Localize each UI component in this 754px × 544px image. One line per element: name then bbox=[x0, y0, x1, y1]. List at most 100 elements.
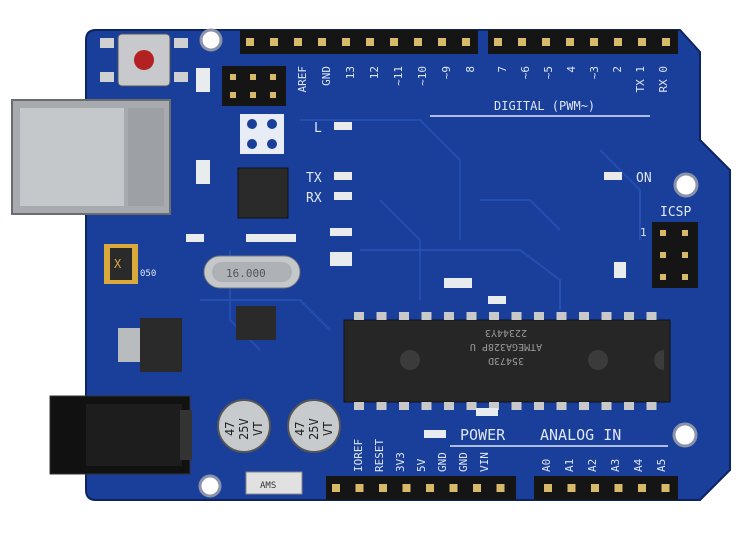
header-pin bbox=[426, 484, 434, 492]
crystal-label: 16.000 bbox=[226, 267, 266, 280]
chip-pin bbox=[624, 402, 634, 410]
digital-pin-label: ~11 bbox=[392, 66, 405, 86]
mounting-hole bbox=[198, 474, 222, 498]
usb-b-connector[interactable] bbox=[11, 99, 171, 215]
header-pin bbox=[661, 484, 670, 492]
chip-pin bbox=[354, 312, 364, 320]
header-pin bbox=[402, 484, 411, 492]
header-pin bbox=[390, 38, 398, 46]
chip-pin bbox=[399, 402, 409, 410]
header-pin bbox=[318, 38, 326, 46]
polyfuse bbox=[104, 244, 138, 284]
voltage-regulator bbox=[118, 318, 182, 372]
power-header[interactable] bbox=[326, 476, 516, 500]
header-pin bbox=[638, 484, 646, 492]
chip-pin bbox=[511, 402, 522, 410]
chip-pin bbox=[579, 312, 589, 320]
led-label-on: ON bbox=[636, 171, 652, 186]
icsp-header[interactable] bbox=[652, 222, 698, 288]
power-pin-label: IOREF bbox=[352, 439, 365, 472]
header-pin bbox=[496, 484, 505, 492]
chip-pin bbox=[579, 402, 589, 410]
header-pin bbox=[414, 38, 422, 46]
power-pin-label: GND bbox=[436, 452, 449, 472]
fuse-x: X bbox=[114, 257, 122, 271]
header-pin bbox=[270, 38, 278, 46]
power-pin-label: 3V3 bbox=[394, 452, 407, 472]
solder-pads bbox=[240, 114, 284, 154]
analog-pin-label: A1 bbox=[563, 459, 576, 472]
capacitor-left bbox=[217, 399, 271, 453]
dc-power-jack[interactable] bbox=[49, 395, 192, 475]
chip-pin bbox=[376, 402, 387, 410]
chip-pin bbox=[624, 312, 634, 320]
header-pin bbox=[590, 38, 598, 46]
chip-pin bbox=[421, 402, 432, 410]
capacitor-right-text: 47 25V VT bbox=[293, 418, 335, 440]
svg-text:47: 47 bbox=[293, 422, 307, 436]
chip-pin bbox=[466, 402, 477, 410]
reset-button[interactable] bbox=[100, 33, 188, 87]
analog-title: ANALOG IN bbox=[540, 426, 621, 444]
usb-interface-chip bbox=[237, 167, 289, 219]
chip-pin bbox=[421, 312, 432, 320]
svg-text:47: 47 bbox=[223, 422, 237, 436]
power-pin-label: GND bbox=[457, 452, 470, 472]
atmega328p-chip bbox=[343, 319, 671, 403]
power-pin-label: 5V bbox=[415, 458, 428, 472]
header-pin bbox=[449, 484, 458, 492]
power-title: POWER bbox=[460, 426, 506, 444]
digital-pin-label: ~5 bbox=[542, 66, 555, 79]
chip-pin bbox=[489, 402, 499, 410]
smd-components bbox=[186, 68, 626, 438]
digital-pin-label: RX 0 bbox=[657, 66, 670, 93]
header-pin bbox=[662, 38, 670, 46]
chip-pin bbox=[646, 312, 657, 320]
ams-chip bbox=[245, 471, 303, 495]
header-pin bbox=[567, 484, 576, 492]
header-pin bbox=[638, 38, 646, 46]
digital-pin-label: 7 bbox=[496, 66, 509, 73]
chip-pin bbox=[444, 312, 454, 320]
svg-text:25V: 25V bbox=[237, 418, 251, 440]
digital-pin-label: 13 bbox=[344, 66, 357, 79]
icsp-label: ICSP bbox=[660, 205, 691, 220]
mounting-hole bbox=[673, 172, 699, 198]
header-pin bbox=[566, 38, 574, 46]
usb-icsp-header[interactable] bbox=[222, 66, 286, 106]
header-pin bbox=[473, 484, 481, 492]
header-pin bbox=[544, 484, 552, 492]
mounting-hole bbox=[199, 28, 223, 52]
capacitor-left-text: 47 25V VT bbox=[223, 418, 265, 440]
header-pin bbox=[332, 484, 340, 492]
chip-text-code: 35473D bbox=[488, 355, 524, 366]
led-label-rx: RX bbox=[306, 191, 322, 206]
header-pin bbox=[379, 484, 387, 492]
led-label-tx: TX bbox=[306, 171, 322, 186]
icsp-pin1: 1 bbox=[640, 226, 647, 239]
digital-pin-label: 4 bbox=[565, 66, 578, 73]
ams-chip-label: AMS bbox=[260, 481, 276, 491]
header-pin bbox=[355, 484, 364, 492]
chip-pin bbox=[376, 312, 387, 320]
header-pin bbox=[614, 38, 622, 46]
header-pin bbox=[591, 484, 599, 492]
digital-pin-label: GND bbox=[320, 66, 333, 86]
digital-pin-label: TX 1 bbox=[634, 66, 647, 93]
bottom-header-pins bbox=[332, 484, 670, 492]
analog-pin-label: A2 bbox=[586, 459, 599, 472]
header-pin bbox=[342, 38, 350, 46]
svg-text:25V: 25V bbox=[307, 418, 321, 440]
chip-pin bbox=[646, 402, 657, 410]
chip-pin bbox=[399, 312, 409, 320]
digital-header-pins bbox=[246, 38, 670, 46]
header-pin bbox=[294, 38, 302, 46]
chip-pins bbox=[354, 312, 657, 410]
digital-header-right[interactable] bbox=[488, 30, 678, 54]
digital-title: DIGITAL (PWM~) bbox=[494, 99, 595, 113]
header-pin bbox=[462, 38, 470, 46]
chip-pin bbox=[534, 312, 544, 320]
analog-header[interactable] bbox=[534, 476, 678, 500]
header-pin bbox=[542, 38, 550, 46]
